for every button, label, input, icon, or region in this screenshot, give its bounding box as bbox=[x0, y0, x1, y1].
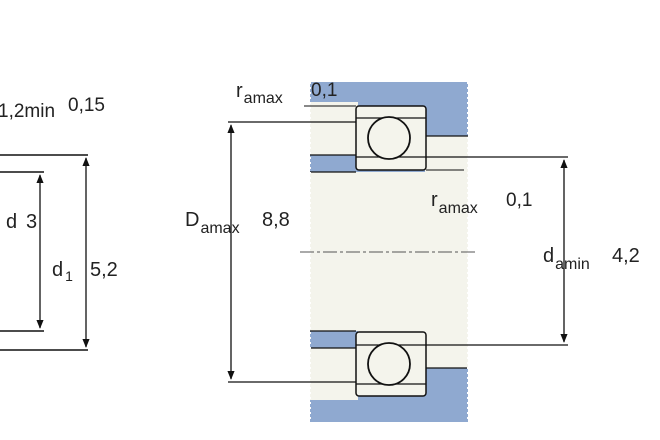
lower-shoulder-right bbox=[425, 368, 468, 386]
d1-value: 5,2 bbox=[90, 259, 118, 281]
ra-top-value: 0,1 bbox=[311, 80, 337, 101]
upper-gap-left bbox=[310, 102, 358, 155]
ra-inner-value: 0,1 bbox=[506, 190, 532, 211]
lower-gap-left bbox=[310, 348, 358, 400]
da-label: damin bbox=[543, 245, 590, 273]
Da-label: Damax bbox=[185, 209, 240, 237]
upper-shoulder-right bbox=[425, 118, 468, 136]
d-label: d bbox=[6, 211, 17, 233]
lower-shoulder-left bbox=[310, 331, 358, 348]
da-value: 4,2 bbox=[612, 245, 640, 267]
upper-ball bbox=[367, 116, 411, 160]
Da-value: 8,8 bbox=[262, 209, 290, 231]
d-value: 3 bbox=[26, 211, 37, 233]
ra-inner-label: ramax bbox=[431, 189, 478, 217]
r12-value: 0,15 bbox=[68, 95, 105, 116]
r12-label: 1,2min bbox=[0, 101, 55, 122]
abutment-section: ramax 0,1 Damax 8,8 ramax 0,1 damin 4,2 bbox=[185, 80, 640, 422]
upper-shoulder-left bbox=[310, 155, 358, 172]
ra-top-label: ramax bbox=[236, 80, 283, 107]
lower-ball bbox=[367, 342, 411, 386]
